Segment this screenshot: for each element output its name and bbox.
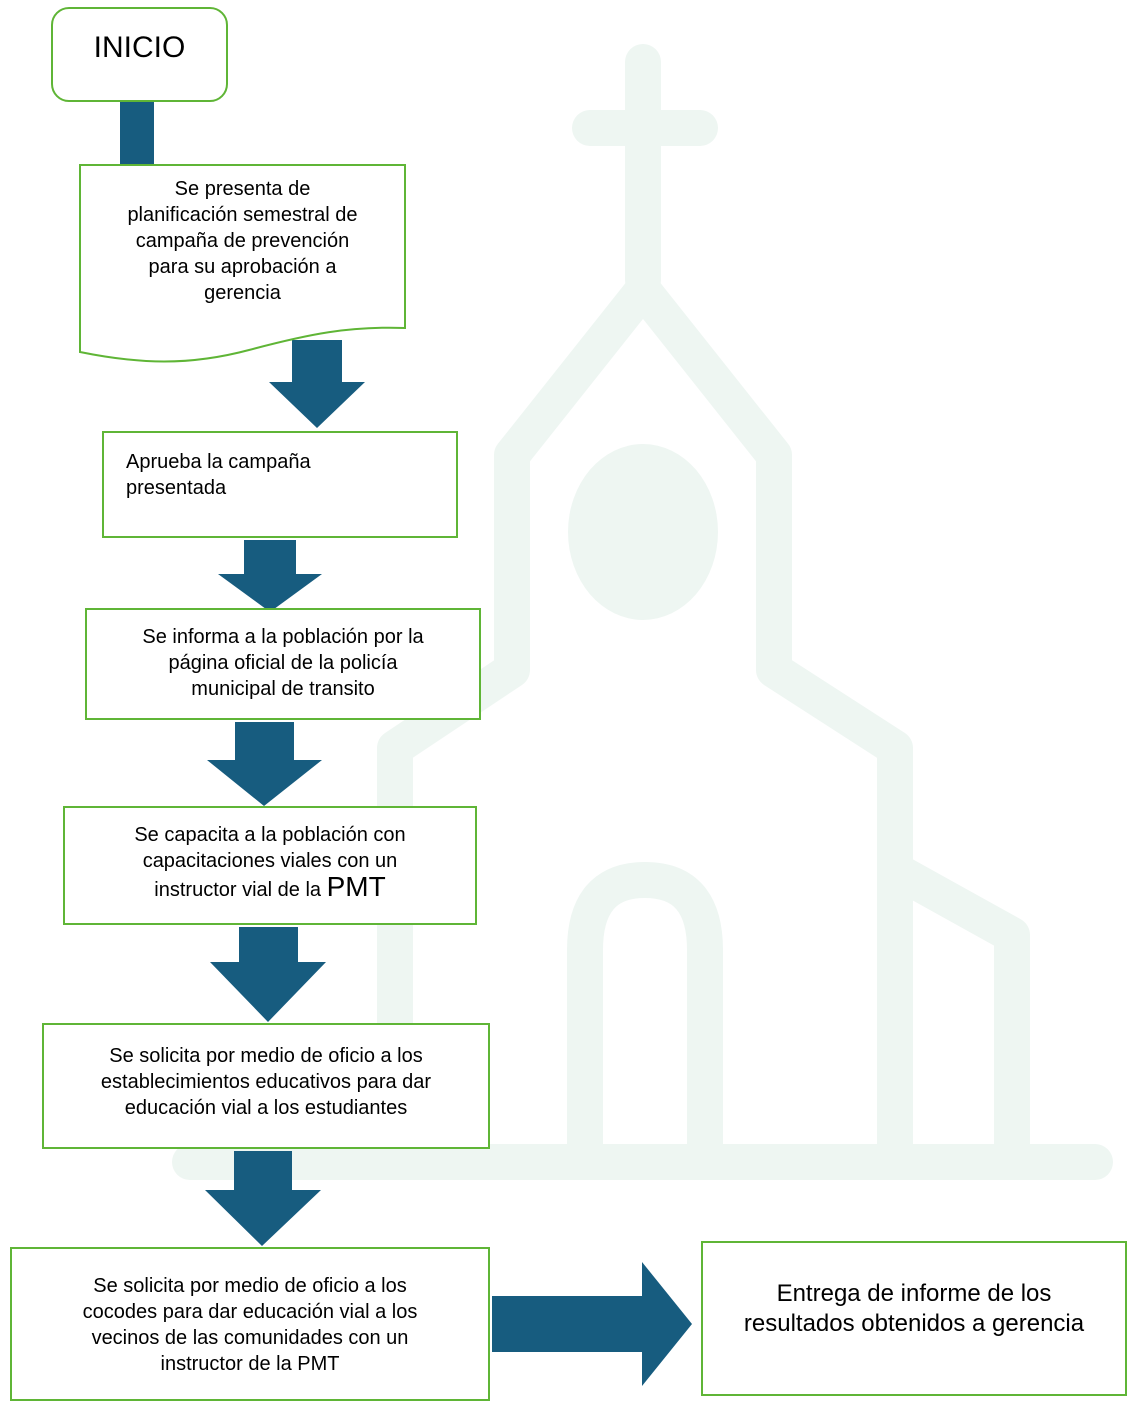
step7-line: Entrega de informe de los xyxy=(776,1279,1052,1307)
step3-node: Se informa a la población por la página … xyxy=(85,608,481,720)
step5-node: Se solicita por medio de oficio a los es… xyxy=(42,1023,490,1149)
step5-line: educación vial a los estudiantes xyxy=(124,1097,408,1119)
arrow-step4-to-step5 xyxy=(210,927,326,1022)
document-shape xyxy=(79,164,406,363)
step6-line: Se solicita por medio de oficio a los xyxy=(93,1275,407,1297)
step4-node: Se capacita a la población con capacitac… xyxy=(63,806,477,925)
step4-line: Se capacita a la población con xyxy=(134,824,406,846)
step6-line: instructor de la PMT xyxy=(160,1353,340,1375)
step1-line: gerencia xyxy=(204,282,281,304)
start-node: INICIO xyxy=(51,7,228,102)
step5-line: establecimientos educativos para dar xyxy=(100,1071,432,1093)
arrow-step2-to-step3 xyxy=(218,540,322,612)
step1-line: Se presenta de xyxy=(174,178,311,200)
step7-node: Entrega de informe de los resultados obt… xyxy=(701,1241,1127,1396)
step1-text: Se presenta de planificación semestral d… xyxy=(85,176,400,328)
step3-line: Se informa a la población por la xyxy=(142,626,424,648)
step5-line: Se solicita por medio de oficio a los xyxy=(109,1045,423,1067)
step6-line: cocodes para dar educación vial a los xyxy=(82,1301,418,1323)
pmt-large-text: PMT xyxy=(326,871,386,902)
step4-line: capacitaciones viales con un xyxy=(142,850,398,872)
step2-line: presentada xyxy=(126,477,227,499)
step2-line: Aprueba la campaña xyxy=(126,451,311,473)
step1-document-node: Se presenta de planificación semestral d… xyxy=(79,164,406,368)
step1-line: planificación semestral de xyxy=(127,204,358,226)
start-label: INICIO xyxy=(93,30,186,64)
step7-line: resultados obtenidos a gerencia xyxy=(743,1309,1085,1337)
step1-line: para su aprobación a xyxy=(148,256,337,278)
step3-line: página oficial de la policía xyxy=(168,652,398,674)
step1-line: campaña de prevención xyxy=(135,230,350,252)
step6-node: Se solicita por medio de oficio a los co… xyxy=(10,1247,490,1401)
arrow-step1-to-step2 xyxy=(269,340,365,428)
arrow-step3-to-step4 xyxy=(207,722,322,806)
step3-line: municipal de transito xyxy=(191,678,375,700)
step4-line-prefix: instructor vial de la xyxy=(154,879,327,901)
arrow-start-to-step1 xyxy=(120,100,154,166)
arrow-step6-to-step7 xyxy=(492,1262,692,1386)
arrow-step5-to-step6 xyxy=(205,1151,321,1246)
step6-line: vecinos de las comunidades con un xyxy=(91,1327,409,1349)
step4-line: instructor vial de la PMT xyxy=(134,871,405,903)
step2-node: Aprueba la campaña presentada xyxy=(102,431,458,538)
